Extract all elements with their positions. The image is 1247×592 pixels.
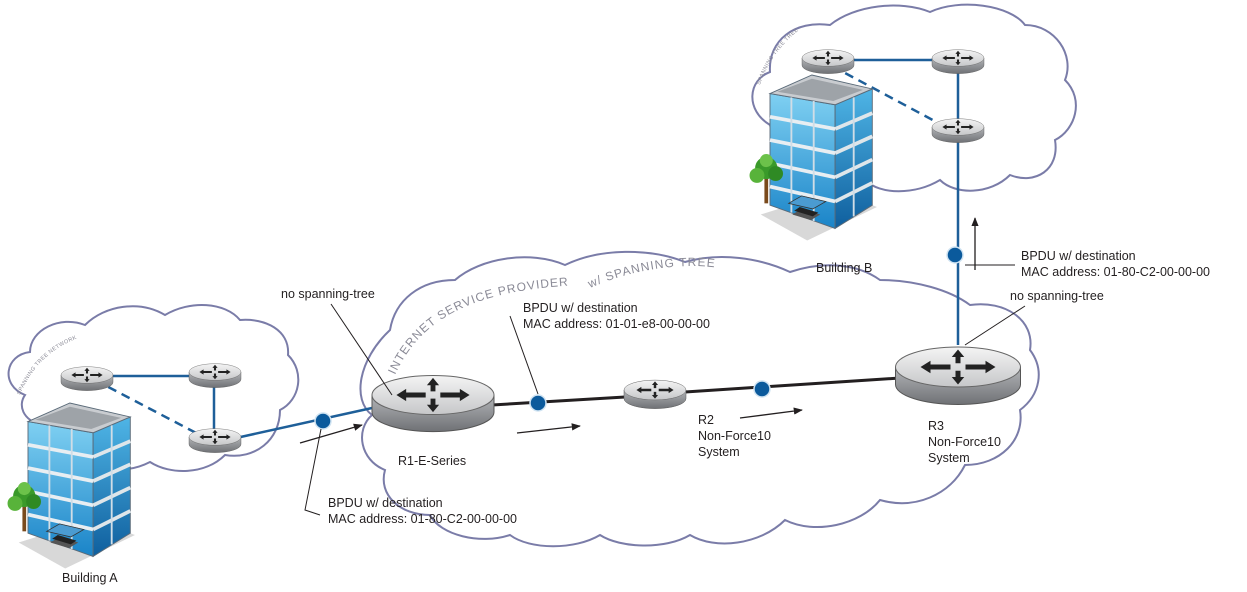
bpdu-dot-r1r2	[529, 394, 547, 412]
flow-arrow-r2	[739, 407, 803, 419]
router-r1	[371, 374, 495, 433]
router-b-bottom	[931, 118, 985, 143]
leader-no-stp-left	[330, 303, 393, 396]
flow-arrow-r1	[516, 423, 581, 434]
bpdu-dot-r2r3	[753, 380, 771, 398]
label-building-a: Building A	[62, 571, 118, 585]
label-r2-1: R2	[698, 413, 714, 427]
label-r3-2: Non-Force10	[928, 435, 1001, 449]
label-bpdu-right-2: MAC address: 01-80-C2-00-00-00	[1021, 265, 1210, 279]
flow-arrow-a	[299, 423, 363, 444]
isp-title-stp: w/ SPANNING TREE	[585, 255, 717, 291]
label-bpdu-top-2: MAC address: 01-01-e8-00-00-00	[523, 317, 710, 331]
link-a-dashed	[94, 378, 201, 437]
bpdu-dot-a	[314, 412, 332, 430]
label-bpdu-bottom-2: MAC address: 01-80-C2-00-00-00	[328, 512, 517, 526]
link-r1-r2	[491, 395, 626, 407]
bpdu-dot-b	[946, 246, 964, 264]
link-a-to-r1	[235, 406, 373, 440]
label-no-stp-left: no spanning-tree	[281, 287, 375, 301]
link-r2-r3	[684, 376, 901, 394]
label-bpdu-top-1: BPDU w/ destination	[523, 301, 638, 315]
leader-bpdu-bottom	[304, 428, 322, 516]
building-a-icon	[5, 401, 137, 571]
leader-no-stp-right	[964, 305, 1026, 346]
label-bpdu-bottom-1: BPDU w/ destination	[328, 496, 443, 510]
router-a-top-right	[188, 363, 242, 388]
label-r3-3: System	[928, 451, 970, 465]
cloud-isp	[359, 250, 1040, 548]
label-bpdu-right-1: BPDU w/ destination	[1021, 249, 1136, 263]
router-r3	[894, 346, 1022, 406]
router-r2	[623, 379, 687, 409]
label-r3-1: R3	[928, 419, 944, 433]
link-b-dashed	[831, 64, 943, 127]
label-r2-3: System	[698, 445, 740, 459]
label-building-b: Building B	[816, 261, 872, 275]
router-a-top-left	[60, 366, 114, 391]
router-a-bottom	[188, 428, 242, 453]
router-b-top-left	[801, 49, 855, 74]
router-b-top-right	[931, 49, 985, 74]
leader-bpdu-top	[509, 315, 539, 395]
label-no-stp-right: no spanning-tree	[1010, 289, 1104, 303]
cloud-b-title: SPANNING TREE TREE	[756, 27, 800, 85]
building-b-icon	[747, 73, 879, 243]
label-r2-2: Non-Force10	[698, 429, 771, 443]
label-r1: R1-E-Series	[398, 454, 466, 468]
